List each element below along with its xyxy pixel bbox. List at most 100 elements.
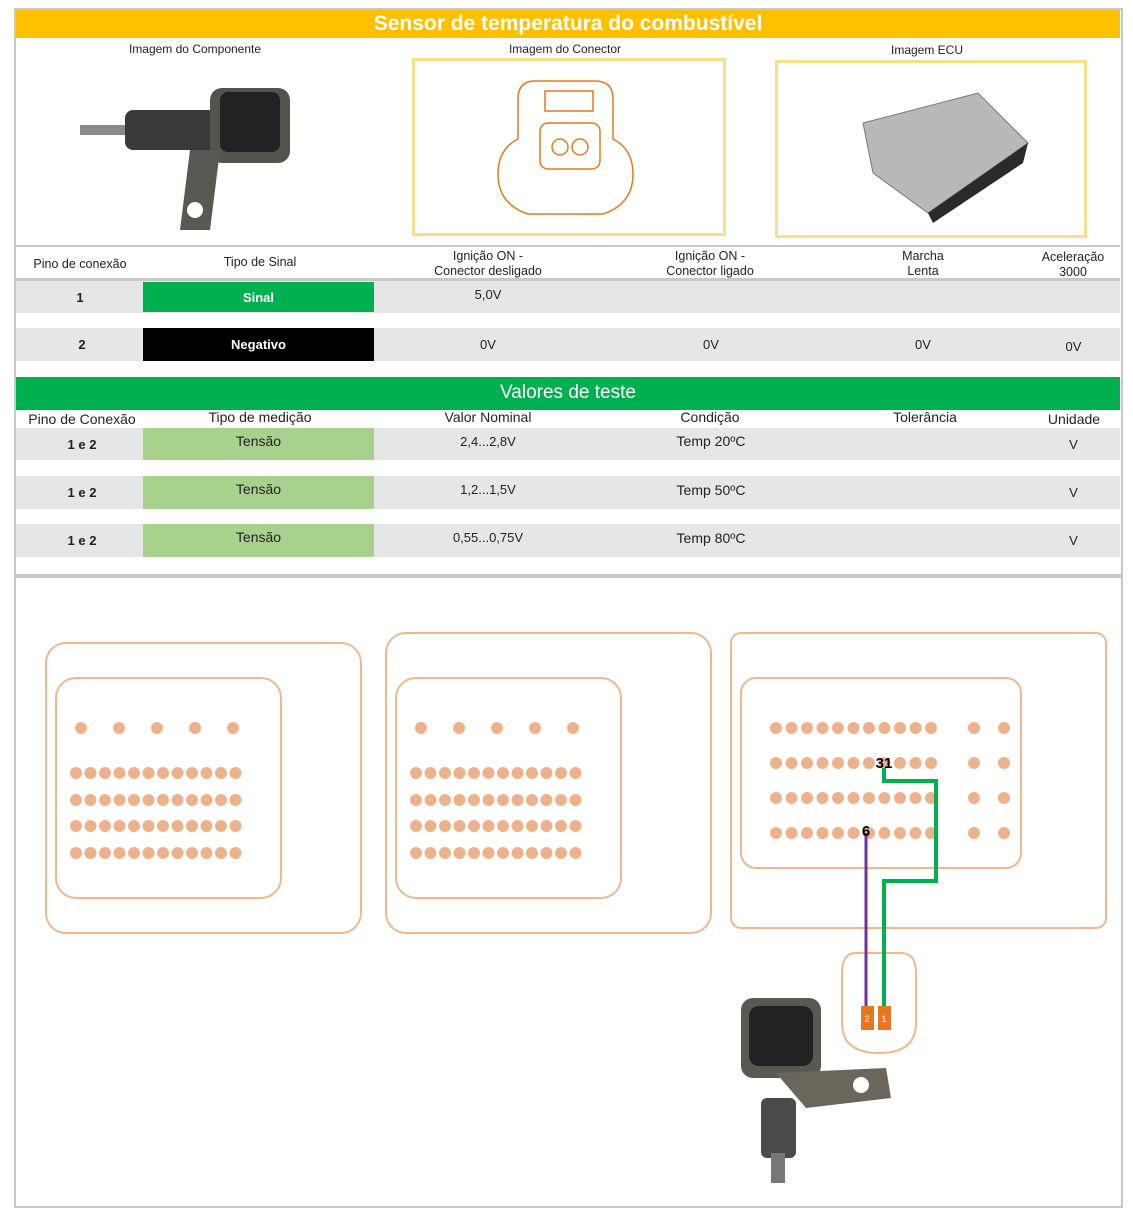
connector-pin-dot (200, 820, 213, 832)
header-pin: Pino de Conexão (28, 411, 136, 427)
pin: 1 e 2 (67, 485, 97, 500)
connector-pin-dot (171, 794, 184, 806)
connector-pin-dot (909, 792, 922, 804)
sensor-image (80, 88, 290, 230)
connector-pin-dot (84, 820, 97, 832)
connector-pin-dot (540, 767, 553, 779)
connector-pin-dot (894, 757, 906, 769)
connector-pin-dot (511, 820, 524, 832)
connector-pin-dot (998, 792, 1010, 804)
connector-pin-dot (453, 722, 465, 734)
connector-pin-dot (128, 820, 140, 832)
connector-pin-dot (511, 767, 524, 779)
connector-pin-dot (482, 847, 495, 859)
connector-pin-dot (878, 722, 891, 734)
connector-pin-dot (555, 820, 567, 832)
signal-wire (882, 768, 938, 1018)
ecu-drawing (862, 92, 1029, 223)
connector-pin-dot (770, 827, 782, 839)
connector-pin-dot (84, 767, 97, 779)
connector-pin-dot (998, 827, 1010, 839)
connector-pin-dot (113, 820, 126, 832)
connector-pin-dot (410, 794, 422, 806)
wiring-diagram-drawing: 2 1 31 6 (45, 632, 1107, 1183)
connector-pin-dot (84, 794, 97, 806)
connector-pin-dot (567, 722, 579, 734)
connector-pin-dot (785, 757, 798, 769)
connector-pin-dot (468, 767, 480, 779)
table-row: 1 e 2 Tensão 0,55...0,75V Temp 80ºC V (16, 524, 1120, 557)
connector-pin-dot (529, 722, 541, 734)
connector-pin-dot (968, 757, 980, 769)
connector-pin-dot (128, 794, 140, 806)
table-row: 1 e 2 Tensão 2,4...2,8V Temp 20ºC V (16, 428, 1120, 460)
condition: Temp 50ºC (676, 481, 746, 498)
component-image-caption: Imagem do Componente (128, 42, 262, 56)
connector-pin-dot (99, 847, 111, 859)
connector-pin-dot (215, 794, 227, 806)
connector-pin-dot (832, 722, 844, 734)
header-ign-on: Ignição ON - Conector ligado (666, 249, 754, 278)
connector-pin-dot (878, 792, 891, 804)
header-ign-off: Ignição ON - Conector desligado (434, 249, 542, 278)
connector-pin-dot (526, 820, 538, 832)
connector-pin-dot (816, 757, 829, 769)
connector-pin-dot (801, 827, 813, 839)
connector-pin-dot (424, 820, 437, 832)
connector-pin-dot (925, 722, 937, 734)
connector-image (412, 58, 726, 236)
connector-pin-dot (410, 767, 422, 779)
connector-pin-dot (200, 847, 213, 859)
measure-type: Tensão (143, 524, 374, 557)
connector-pin-dot (482, 767, 495, 779)
connector-pin-dot (229, 767, 242, 779)
nominal: 1,2...1,5V (460, 482, 516, 497)
condition: Temp 20ºC (676, 433, 746, 449)
connector-pin-dot (770, 757, 782, 769)
connector-pin-dot (540, 820, 553, 832)
nominal: 2,4...2,8V (460, 433, 516, 449)
connector-pin-dot (816, 722, 829, 734)
connector-pin-dot (453, 847, 466, 859)
connector-pin-dot (157, 767, 169, 779)
nominal: 0,55...0,75V (452, 530, 524, 545)
connector-pin-dot (99, 820, 111, 832)
connector-pin-dot (453, 820, 466, 832)
connector-pin-dot (424, 847, 437, 859)
page-title: Sensor de temperatura do combustível (16, 10, 1120, 38)
test-values-header: Valores de teste (16, 377, 1120, 410)
connector-pin-dot (75, 722, 87, 734)
connector-pin-dot (832, 792, 844, 804)
connector-pin-dot (569, 847, 582, 859)
sensor-pin-2 (861, 1006, 874, 1030)
divider (16, 278, 1120, 281)
header-nominal: Valor Nominal (444, 409, 532, 425)
connector-pin-dot (453, 794, 466, 806)
connector-pin-dot (894, 827, 906, 839)
connector-pin-dot (878, 827, 891, 839)
connector-drawing (497, 80, 634, 215)
connector-pin-dot (968, 827, 980, 839)
header-unit: Unidade (1047, 411, 1101, 427)
connector-pin-dot (526, 794, 538, 806)
connector-pin-dot (84, 847, 97, 859)
connector-pin-dot (526, 847, 538, 859)
measure-type: Tensão (143, 476, 374, 509)
connector-pin-dot (816, 792, 829, 804)
connector-pin-dot (113, 847, 126, 859)
connector-pin-dot (785, 827, 798, 839)
pin: 1 e 2 (67, 436, 97, 452)
header-measure-type: Tipo de medição (208, 409, 312, 425)
connector-pin-dot (497, 847, 509, 859)
table-row: 1 e 2 Tensão 1,2...1,5V Temp 50ºC V (16, 476, 1120, 509)
connector-pin-dot (497, 820, 509, 832)
connector-pin-dot (410, 820, 422, 832)
connector-pin-dot (70, 820, 82, 832)
connector-pin-dot (847, 722, 860, 734)
connector-pin-dot (540, 847, 553, 859)
connector-pin-dot (200, 794, 213, 806)
connector-pin-dot (526, 767, 538, 779)
table-row: 1 Sinal 5,0V (16, 281, 1120, 313)
connector-pin-dot (439, 794, 451, 806)
connector-pin-dot (801, 722, 813, 734)
